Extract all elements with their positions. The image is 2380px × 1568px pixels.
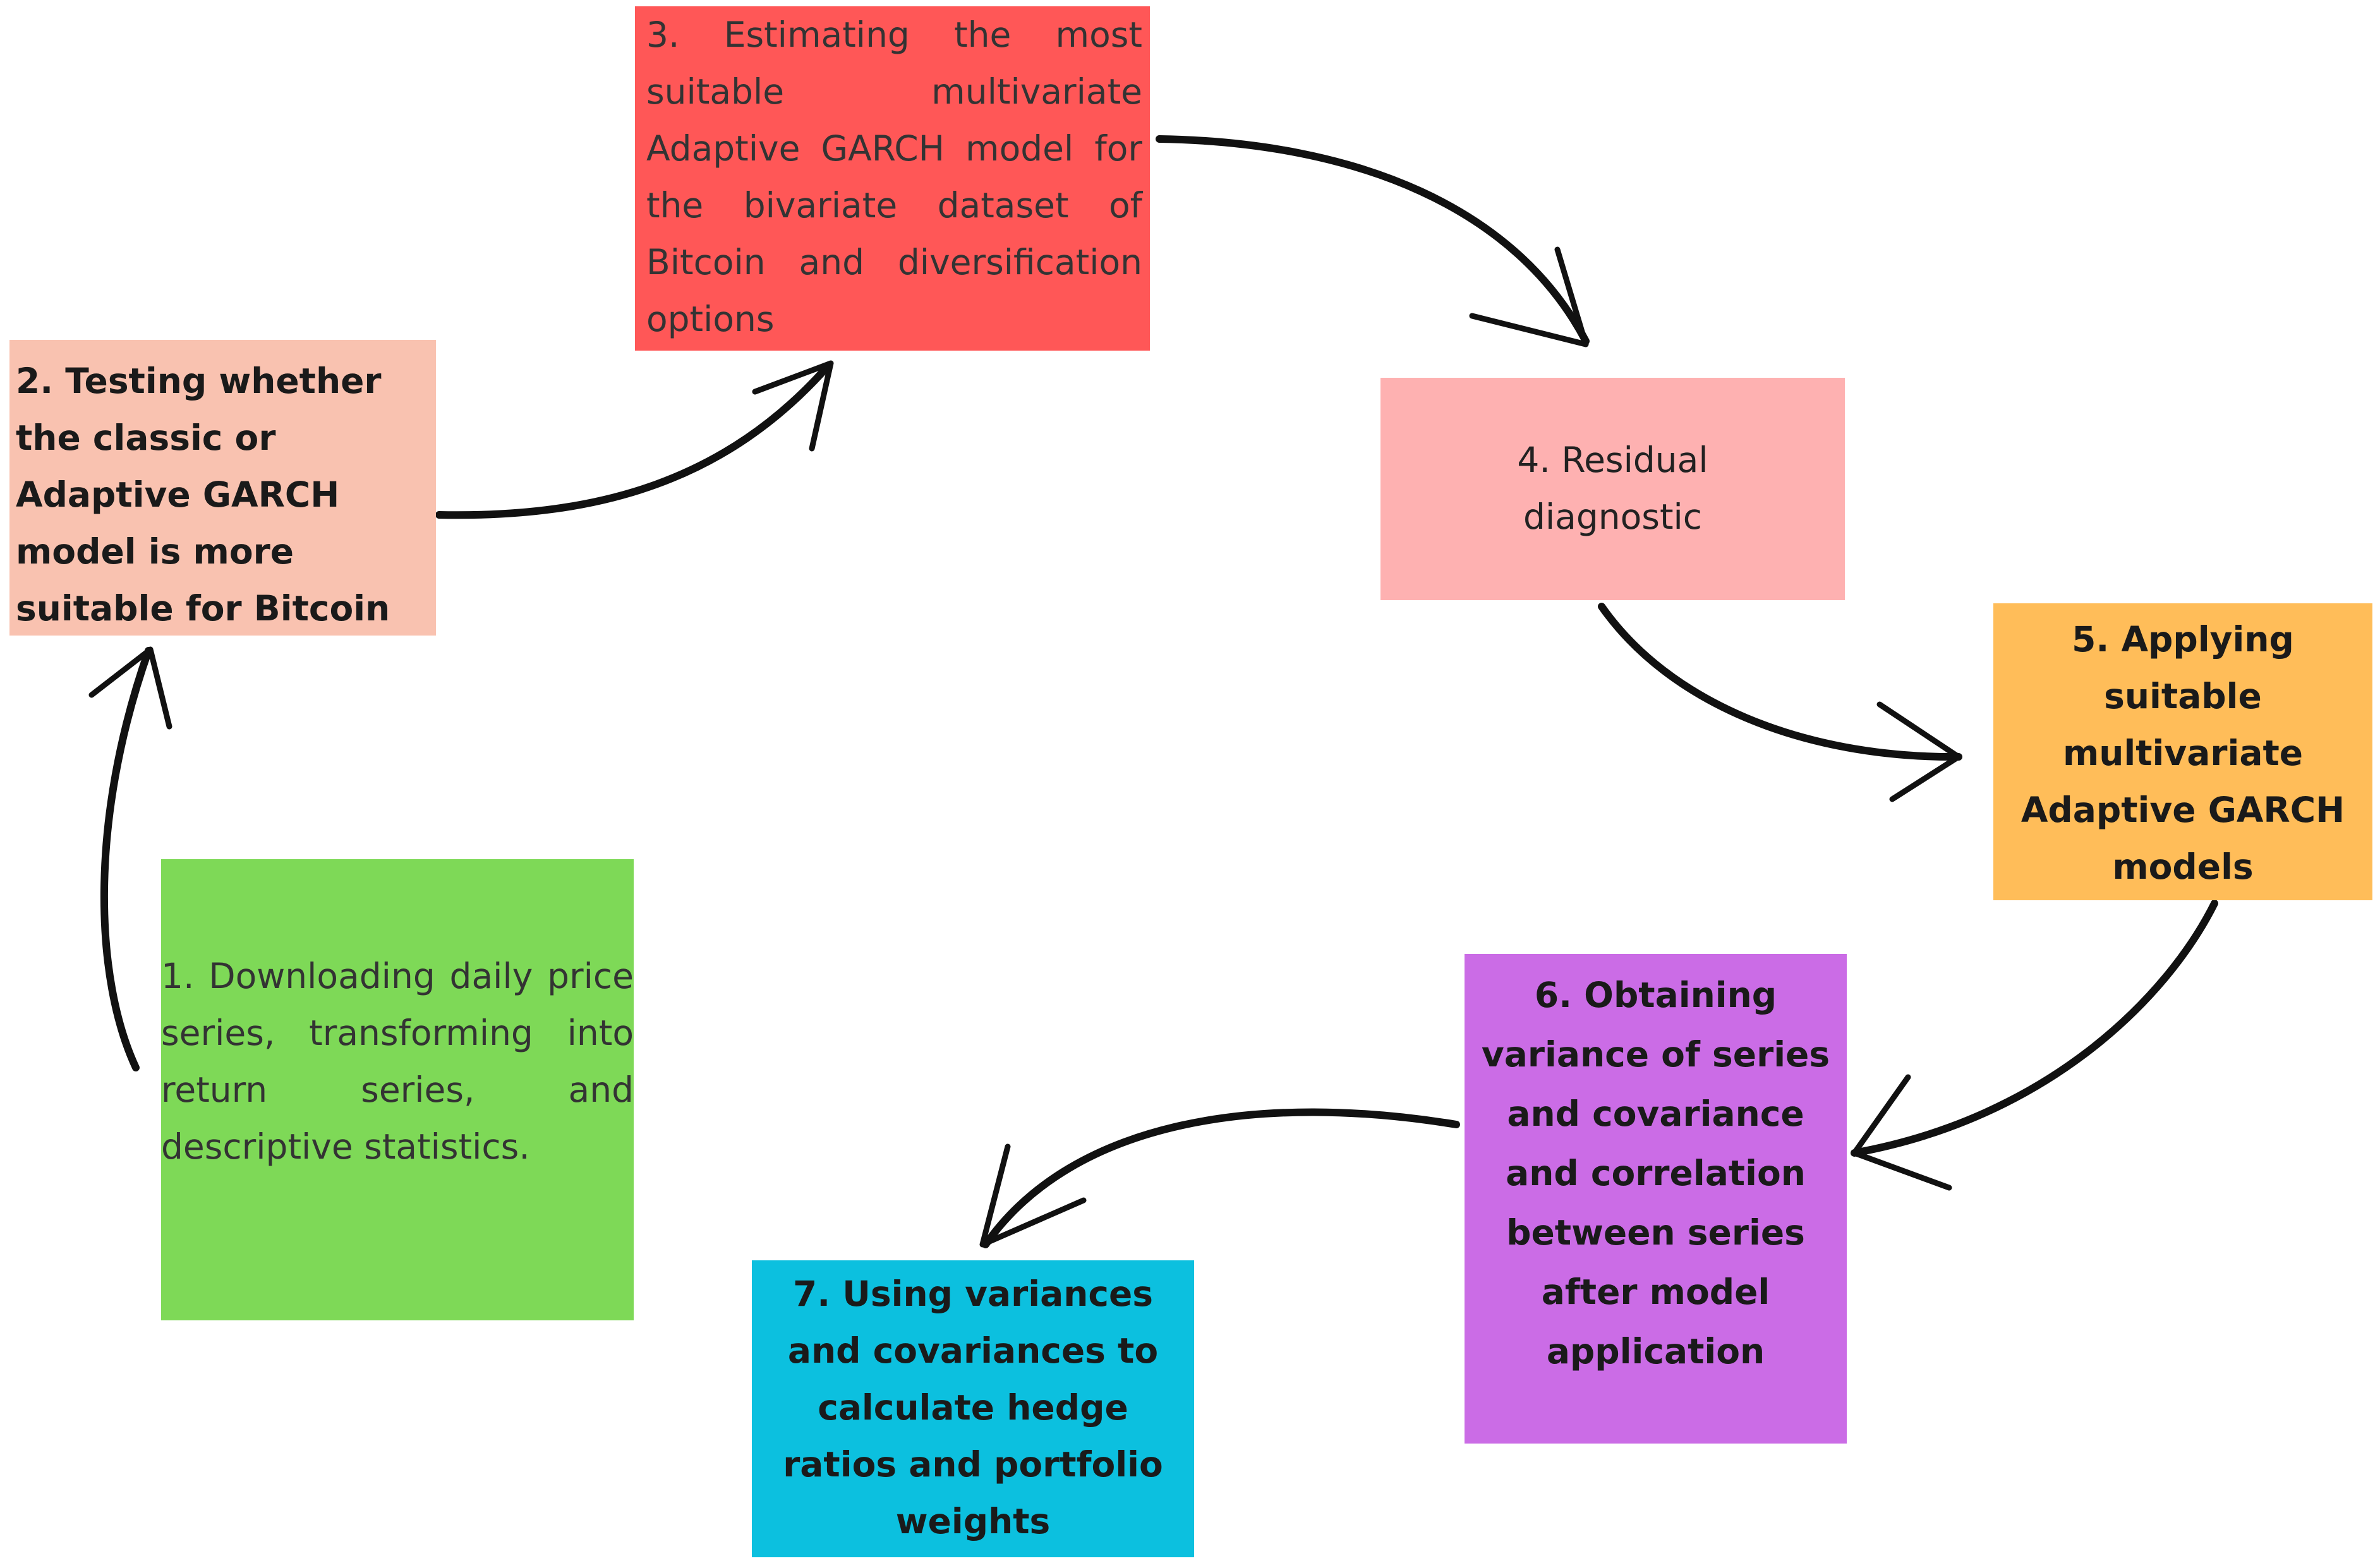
- step-1-label: 1. Downloading daily price series, trans…: [161, 956, 634, 1167]
- arrow-step5-to-step6: [1851, 900, 2218, 1157]
- step-5-label: 5. Applying suitable multivariate Adapti…: [2021, 619, 2345, 887]
- arrowhead-step4-to-step5: [1876, 701, 1962, 802]
- step-1-box: 1. Downloading daily price series, trans…: [161, 859, 634, 1320]
- step-3-box: 3. Estimating the most suitable multivar…: [635, 6, 1150, 351]
- step-6-box: 6. Obtaining variance of series and cova…: [1465, 954, 1847, 1444]
- arrow-step6-to-step7: [982, 1108, 1460, 1248]
- step-2-box: 2. Testing whether the classic or Adapti…: [9, 340, 436, 636]
- step-5-box: 5. Applying suitable multivariate Adapti…: [1993, 603, 2372, 900]
- step-7-label: 7. Using variances and covariances to ca…: [783, 1274, 1163, 1541]
- step-3-label: 3. Estimating the most suitable multivar…: [646, 15, 1142, 339]
- arrow-step3-to-step4: [1156, 135, 1590, 345]
- arrow-step2-to-step3: [435, 363, 831, 519]
- step-6-label: 6. Obtaining variance of series and cova…: [1481, 975, 1830, 1372]
- arrow-step1-to-step2: [100, 647, 152, 1071]
- step-7-box: 7. Using variances and covariances to ca…: [752, 1260, 1194, 1557]
- step-4-label: 4. Residual diagnostic: [1517, 440, 1708, 537]
- arrowhead-step5-to-step6: [1851, 1074, 1952, 1191]
- arrow-step4-to-step5: [1598, 603, 1962, 761]
- arrowhead-step3-to-step4: [1469, 246, 1589, 347]
- step-2-label: 2. Testing whether the classic or Adapti…: [16, 361, 390, 629]
- step-4-box: 4. Residual diagnostic: [1380, 378, 1845, 600]
- arrowhead-step2-to-step3: [752, 360, 834, 452]
- arrowhead-step1-to-step2: [88, 646, 172, 730]
- arrowhead-step6-to-step7: [979, 1143, 1087, 1248]
